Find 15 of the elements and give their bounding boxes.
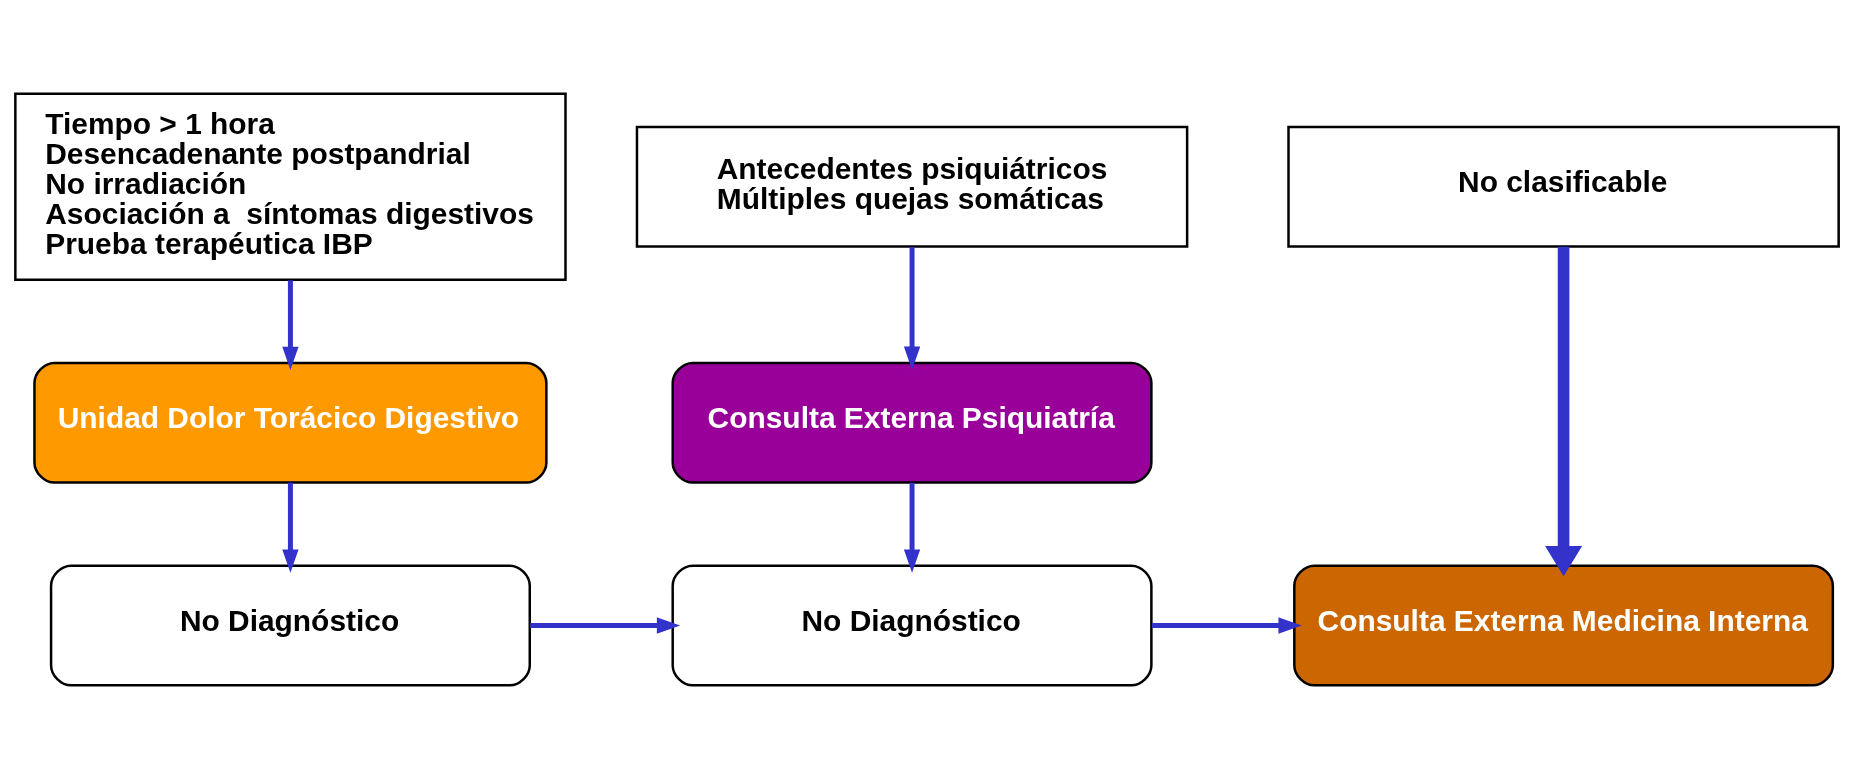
node-box: No Diagnóstico [49,563,531,687]
arrow [903,482,921,573]
arrow [1151,616,1302,634]
node-box: Consulta Externa Psiquiatría [671,361,1153,484]
node-box: Antecedentes psiquiátricos Múltiples quejas somáticas [635,125,1189,248]
node-box: Unidad Dolor Torácico Digestivo [33,361,548,484]
node-box: No Diagnóstico [671,563,1153,687]
arrow [903,246,921,370]
arrow [282,482,299,573]
node-box: Tiempo > 1 hora Desencadenante postpandrial No irradiación Asociación a síntomas digestivos Prueba terapéutica IBP [14,91,567,281]
arrow [530,616,681,634]
arrow [1545,246,1583,576]
arrow [282,279,299,370]
node-box: No clasificable [1287,125,1840,248]
node-box: Consulta Externa Medicina Interna [1293,563,1835,687]
